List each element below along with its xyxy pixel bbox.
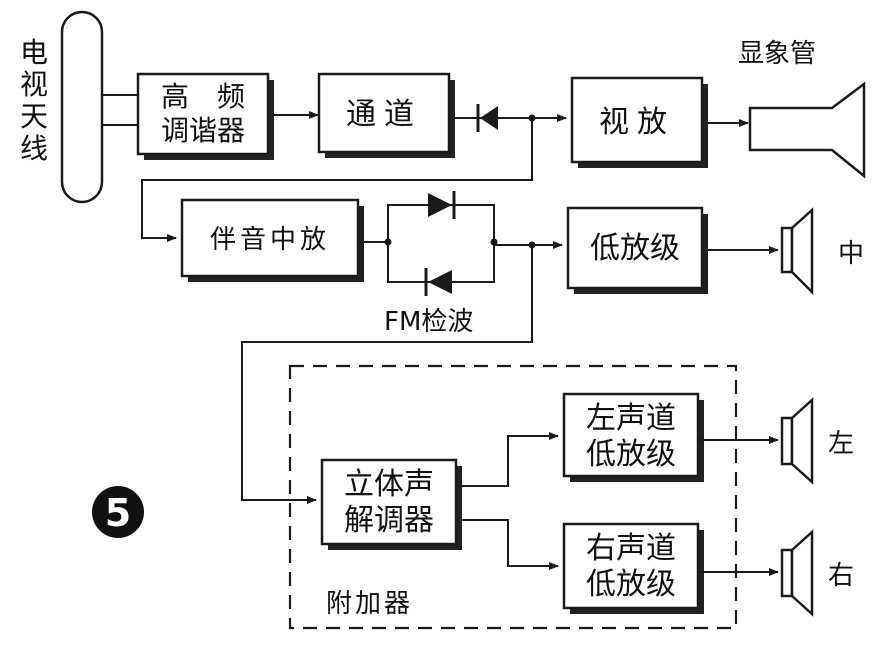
video-detector-diode [455,104,565,132]
left-amp-block: 左声道 低放级 [562,392,704,482]
stereo-decoder-line2: 解调器 [344,503,434,538]
speaker-center-label: 中 [838,239,864,269]
right-amp-line1: 右声道 [586,531,676,566]
sound-if-block: 伴音中放 [180,198,364,282]
tv-antenna [60,10,138,204]
channel-label: 通道 [346,97,422,132]
speaker-left-label: 左 [828,429,854,459]
antenna-label-char: 线 [20,132,48,165]
antenna-label-char: 视 [20,68,48,101]
right-amp-line2: 低放级 [586,567,676,602]
center-speaker [780,207,814,296]
antenna-label-char: 天 [20,100,48,133]
lf-amp-center-block: 低放级 [566,206,708,294]
adapter-label: 附加器 [326,589,413,619]
branch-to-sound-if [141,118,533,242]
tuner-label-line1: 高 频 [161,80,245,113]
tuner-block: 高 频 调谐器 [136,72,274,160]
figure-number: 5 [105,491,131,535]
fm-detector-label: FM检波 [384,307,473,337]
sound-if-label: 伴音中放 [210,225,330,255]
stereo-decoder-line1: 立体声 [344,467,434,502]
speaker-right-label: 右 [828,561,854,591]
antenna-label-char: 电 [20,36,48,69]
adapter-boundary [288,364,738,630]
lf-amp-center-label: 低放级 [590,231,680,266]
branch-to-stereo-decoder [241,245,533,504]
video-amp-label: 视放 [599,105,675,140]
decoder-to-right-amp-arrow [456,519,559,570]
left-amp-line2: 低放级 [586,437,676,472]
crt-label: 显象管 [738,39,816,69]
fm-detector-network [358,191,498,296]
antenna-label: 电 视 天 线 [20,36,48,165]
crt-picture-tube [748,81,866,179]
right-speaker [780,529,814,617]
tuner-label-line2: 调谐器 [161,114,245,147]
right-amp-block: 右声道 低放级 [562,522,704,614]
video-amp-block: 视放 [570,76,708,168]
left-amp-line1: 左声道 [586,401,676,436]
stereo-decoder-block: 立体声 解调器 [320,458,462,550]
figure-number-badge: 5 [92,486,144,538]
left-speaker [780,397,814,485]
channel-block: 通道 [317,72,455,158]
decoder-to-left-amp-arrow [456,432,559,487]
